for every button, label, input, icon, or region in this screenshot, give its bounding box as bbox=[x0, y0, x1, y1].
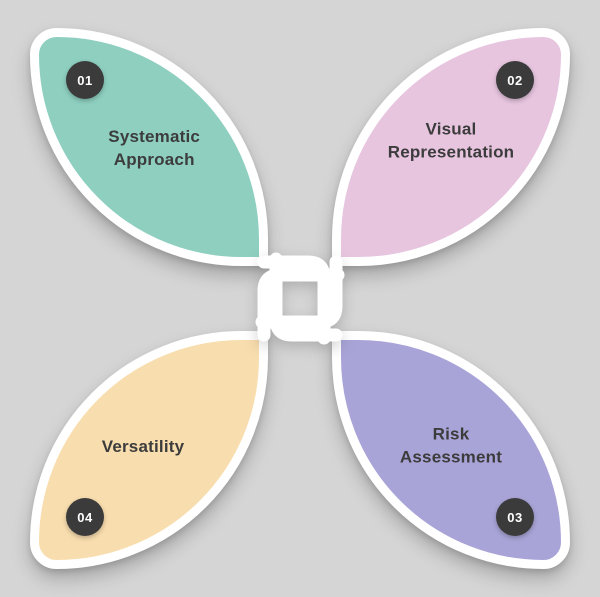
badge-number: 03 bbox=[507, 509, 523, 525]
badge-number: 04 bbox=[77, 509, 93, 525]
badge-number: 02 bbox=[507, 72, 523, 88]
badge-01: 01 bbox=[66, 61, 104, 99]
petal-risk-assessment: 03 Risk Assessment bbox=[332, 331, 570, 569]
petal-label-versatility: Versatility bbox=[101, 436, 185, 456]
petal-label-systematic-approach: Systematic Approach bbox=[108, 126, 201, 169]
petal-visual-representation: 02 Visual Representation bbox=[332, 28, 570, 266]
badge-02: 02 bbox=[496, 61, 534, 99]
petal-versatility: 04 Versatility bbox=[30, 331, 268, 569]
petal-systematic-approach: 01 Systematic Approach bbox=[30, 28, 268, 266]
badge-03: 03 bbox=[496, 498, 534, 536]
petal-label-risk-assessment: Risk Assessment bbox=[399, 424, 503, 467]
badge-number: 01 bbox=[77, 72, 93, 88]
petal-label-visual-representation: Visual Representation bbox=[387, 119, 515, 162]
badge-04: 04 bbox=[66, 498, 104, 536]
